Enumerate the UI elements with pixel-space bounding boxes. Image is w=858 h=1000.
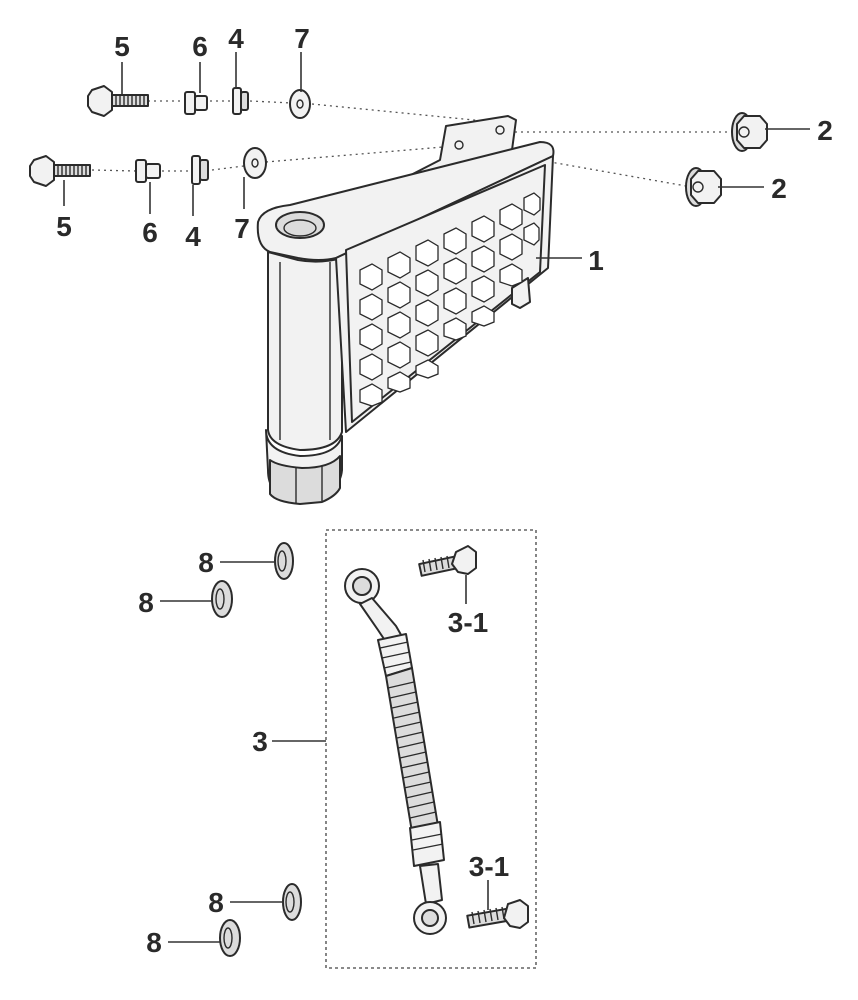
callout-label-hose-bolt: 3-1 [469, 851, 509, 882]
callout-label-collar: 6 [192, 31, 208, 62]
callout-label-o-ring: 8 [208, 887, 224, 918]
bolt-part[interactable] [87, 85, 149, 117]
collar-part[interactable] [184, 91, 208, 115]
assembly-guide-lines [91, 100, 730, 187]
callout-label-o-ring: 8 [138, 587, 154, 618]
callout-leader-lines [63, 52, 810, 943]
callout-label-rubber: 4 [228, 23, 244, 54]
callout-label-flange-nut: 2 [771, 173, 787, 204]
callout-label-bolt: 5 [56, 211, 72, 242]
o-ring-part[interactable] [219, 919, 241, 957]
o-ring-part[interactable] [282, 883, 302, 921]
rubber-part[interactable] [232, 87, 249, 115]
callout-label-washer: 7 [234, 213, 250, 244]
oil-cooler-part[interactable] [256, 115, 555, 505]
callout-label-o-ring: 8 [198, 547, 214, 578]
o-ring-part[interactable] [211, 580, 233, 618]
callout-label-flange-nut: 2 [817, 115, 833, 146]
washer-part[interactable] [243, 147, 267, 179]
cooler-fin-grille [359, 192, 541, 407]
callout-label-o-ring: 8 [146, 927, 162, 958]
washer-part[interactable] [289, 89, 311, 119]
hose-assembly-group-box [325, 529, 537, 969]
bolt-part[interactable] [29, 155, 91, 187]
hose-bolt-part[interactable] [418, 545, 477, 577]
hose-bolt-part[interactable] [466, 899, 529, 929]
callout-label-oil-cooler: 1 [588, 245, 604, 276]
oil-hose-part[interactable] [344, 568, 447, 935]
callout-label-collar: 6 [142, 217, 158, 248]
o-ring-part[interactable] [274, 542, 294, 580]
callout-label-washer: 7 [294, 23, 310, 54]
callout-labels: 5 6 4 7 2 2 1 5 6 4 7 8 8 3 3-1 3-1 8 8 [56, 23, 833, 958]
callout-label-oil-hose: 3 [252, 726, 268, 757]
callout-label-bolt: 5 [114, 31, 130, 62]
flange-nut-part[interactable] [731, 112, 768, 152]
callout-label-rubber: 4 [185, 221, 201, 252]
flange-nut-part[interactable] [685, 167, 722, 207]
collar-part[interactable] [135, 159, 161, 183]
callout-label-hose-bolt: 3-1 [448, 607, 488, 638]
rubber-part[interactable] [191, 155, 209, 185]
